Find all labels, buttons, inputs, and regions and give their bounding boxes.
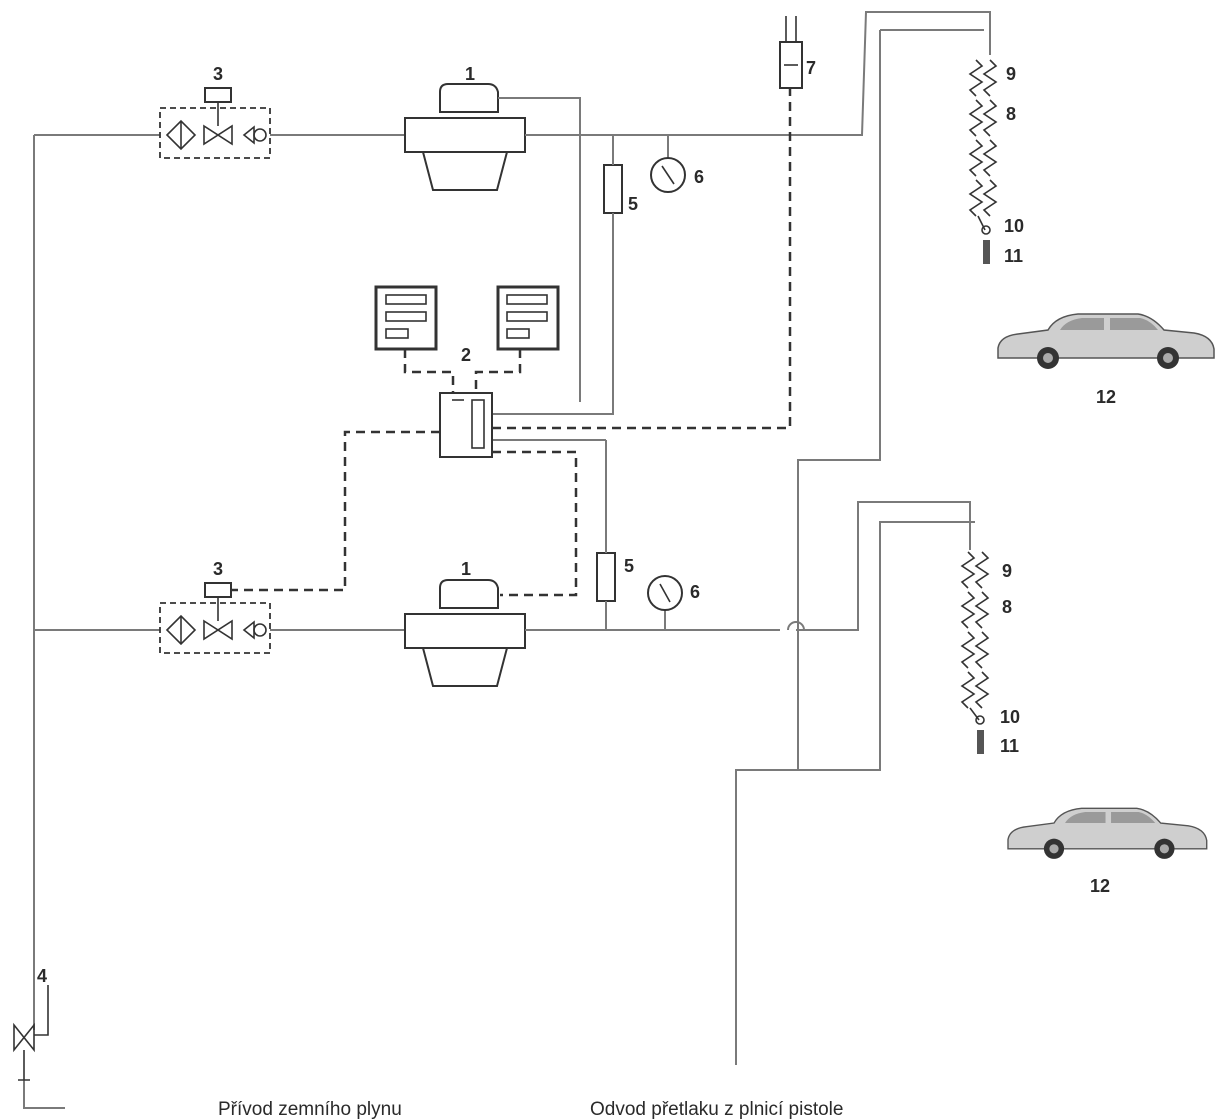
supply-pipe — [23, 134, 405, 1109]
pressure-gauge-top — [650, 135, 686, 193]
hose-assembly-top — [969, 59, 997, 264]
label-8-top: 8 — [1006, 104, 1016, 124]
caption-gas-supply: Přívod zemního plynu — [218, 1099, 402, 1120]
filter-valve-unit-bottom — [159, 582, 271, 654]
caption-nozzle-vent: Odvod přetlaku z plnicí pistole — [590, 1099, 843, 1120]
vehicle-bottom-icon — [1007, 807, 1208, 860]
label-3-bottom: 3 — [213, 559, 223, 579]
pressure-gauge-bottom — [647, 575, 683, 630]
flow-element-bottom — [492, 439, 616, 630]
label-7: 7 — [806, 58, 816, 78]
label-5-top: 5 — [628, 194, 638, 214]
compressor-top — [404, 83, 581, 402]
label-1-bottom: 1 — [461, 559, 471, 579]
flow-element-top — [492, 135, 623, 415]
label-12-bottom: 12 — [1090, 876, 1110, 896]
label-6-bottom: 6 — [690, 582, 700, 602]
label-5-bottom: 5 — [624, 556, 634, 576]
label-9-bottom: 9 — [1002, 561, 1012, 581]
label-10-top: 10 — [1004, 216, 1024, 236]
label-8-bottom: 8 — [1002, 597, 1012, 617]
label-6-top: 6 — [694, 167, 704, 187]
label-4: 4 — [37, 966, 47, 986]
signal-lines — [231, 88, 792, 597]
hose-assembly-bottom — [961, 551, 989, 754]
compressor-bottom — [404, 579, 526, 687]
label-11-bottom: 11 — [1000, 736, 1019, 756]
label-1-top: 1 — [465, 64, 475, 84]
vehicle-top-icon — [997, 313, 1215, 370]
label-3-top: 3 — [213, 64, 223, 84]
label-9-top: 9 — [1006, 64, 1016, 84]
label-2: 2 — [461, 345, 471, 365]
main-valve — [13, 985, 49, 1081]
filter-valve-unit-top — [159, 87, 271, 159]
display-left — [374, 285, 438, 351]
display-right — [496, 285, 560, 351]
label-12-top: 12 — [1096, 387, 1116, 407]
label-10-bottom: 10 — [1000, 707, 1020, 727]
label-11-top: 11 — [1004, 246, 1023, 266]
component-7 — [779, 16, 803, 89]
control-unit — [439, 392, 493, 458]
outlet-pipes — [525, 11, 991, 1065]
